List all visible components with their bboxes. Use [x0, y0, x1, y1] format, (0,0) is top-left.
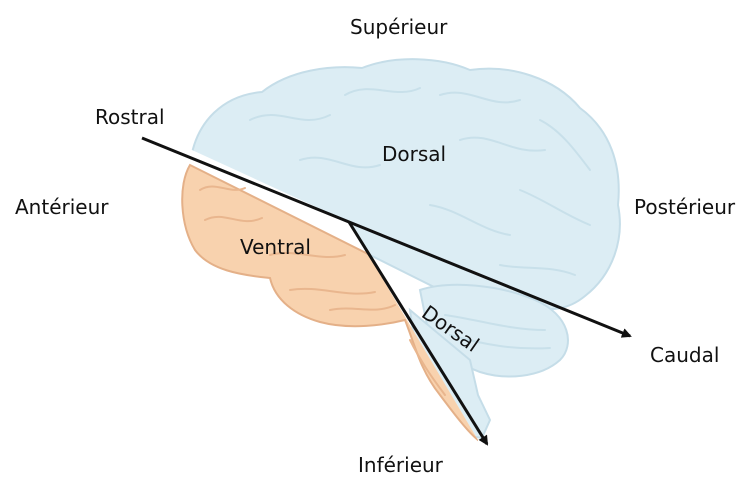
anterior-label: Antérieur	[15, 197, 109, 217]
inferior-label: Inférieur	[358, 455, 443, 475]
superior-label: Supérieur	[350, 17, 447, 37]
caudal-label: Caudal	[650, 345, 719, 365]
posterior-label: Postérieur	[634, 197, 735, 217]
ventral-region-label: Ventral	[240, 237, 311, 257]
rostral-label: Rostral	[95, 107, 165, 127]
dorsal-region-label: Dorsal	[382, 144, 446, 164]
